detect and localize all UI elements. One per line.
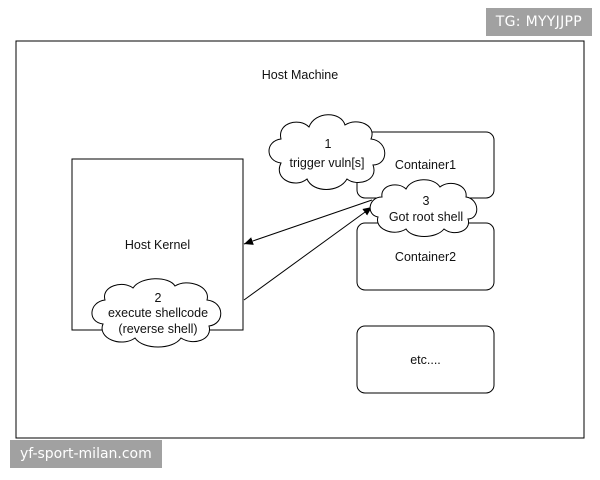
step2-text-line2: (reverse shell)	[118, 322, 197, 336]
step2-number: 2	[155, 291, 162, 305]
watermark-top-right: TG: MYYJJPP	[485, 8, 592, 36]
step3-number: 3	[423, 194, 430, 208]
step1-number: 1	[325, 137, 332, 151]
arrow-to-container-shell	[243, 206, 373, 301]
arrow-to-host-kernel	[243, 199, 373, 245]
step1-text: trigger vuln[s]	[289, 156, 364, 170]
etc-container-box	[356, 325, 495, 394]
step3-text: Got root shell	[389, 210, 463, 224]
host-kernel-label: Host Kernel	[125, 238, 190, 252]
container2-label: Container2	[395, 250, 456, 264]
container1-label: Container1	[395, 158, 456, 172]
host-machine-label: Host Machine	[262, 68, 338, 82]
watermark-bottom-left: yf-sport-milan.com	[10, 440, 162, 468]
etc-container-label: etc....	[410, 353, 441, 367]
step2-text-line1: execute shellcode	[108, 306, 208, 320]
step2-cloud	[91, 278, 222, 348]
step1-cloud	[268, 114, 386, 190]
step3-cloud	[369, 179, 478, 237]
